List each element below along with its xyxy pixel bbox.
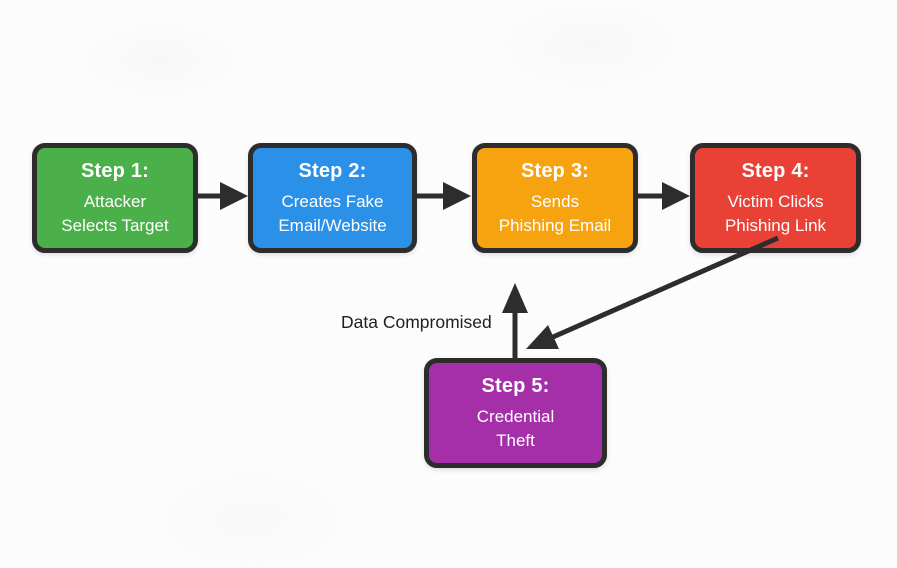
step-5-box: Step 5: Credential Theft	[424, 358, 607, 468]
step-4-box: Step 4: Victim Clicks Phishing Link	[690, 143, 861, 253]
step-1-box: Step 1: Attacker Selects Target	[32, 143, 198, 253]
step-2-text-line-2: Email/Website	[278, 215, 387, 235]
step-1-text-line-1: Attacker	[83, 191, 147, 211]
arrow-step3-to-step4	[638, 182, 690, 210]
step-3-text-line-2: Phishing Email	[498, 215, 612, 235]
step-1-text-line-2: Selects Target	[61, 215, 169, 235]
step-3-box: Step 3: Sends Phishing Email	[472, 143, 638, 253]
step-2-text-line-1: Creates Fake	[281, 191, 384, 211]
step-3-title: Step 3:	[520, 159, 590, 182]
step-2-title: Step 2:	[298, 159, 367, 182]
step-4-text-line-1: Victim Clicks	[727, 191, 824, 211]
step-4-title: Step 4:	[741, 159, 810, 182]
step-4-text-line-2: Phishing Link	[724, 215, 827, 235]
arrow-step5-to-step3	[502, 283, 528, 358]
data-compromised-label: Data Compromised	[341, 312, 492, 332]
arrow-step1-to-step2	[198, 182, 248, 210]
step-5-text-line-2: Theft	[496, 430, 535, 450]
step-5-text-line-1: Credential	[476, 406, 555, 426]
arrow-step2-to-step3	[417, 182, 471, 210]
arrow-step4-to-step5	[526, 235, 780, 349]
step-3-text-line-1: Sends	[530, 191, 580, 211]
step-1-title: Step 1:	[80, 159, 150, 182]
step-2-box: Step 2: Creates Fake Email/Website	[248, 143, 417, 253]
step-5-title: Step 5:	[481, 374, 550, 397]
